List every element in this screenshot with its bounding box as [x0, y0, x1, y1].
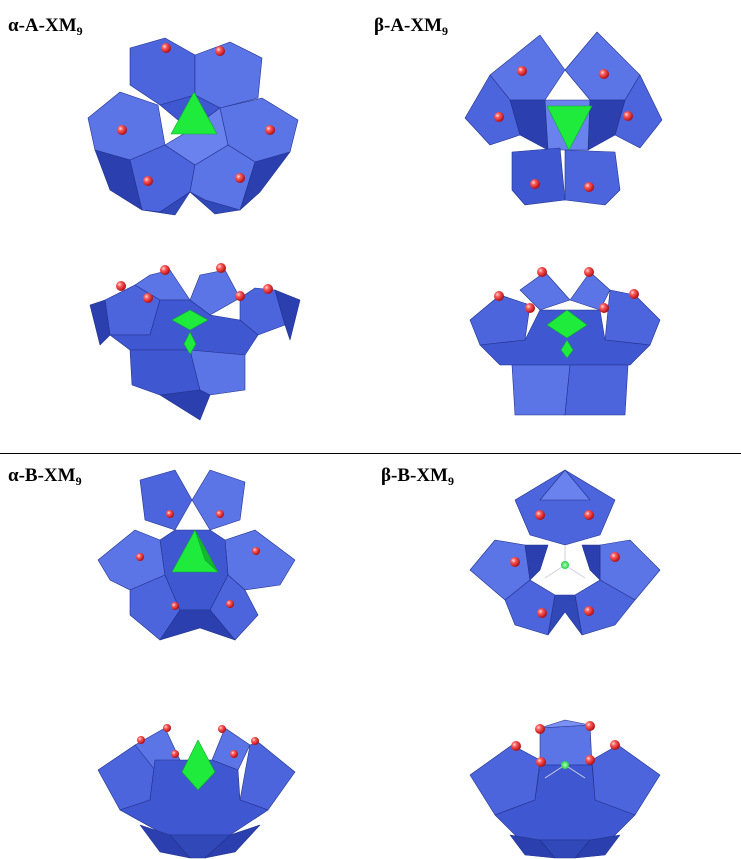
structure-beta-a-side [469, 267, 661, 416]
label-alpha-a-xm9: α-A-XM9 [8, 15, 83, 38]
structure-beta-b-top [469, 469, 661, 636]
structure-alpha-a-side [89, 263, 301, 421]
structure-alpha-a-top [87, 37, 299, 216]
section-divider [0, 453, 741, 454]
structure-alpha-b-top [97, 469, 296, 641]
label-beta-a-xm9: β-A-XM9 [374, 15, 449, 38]
structure-alpha-b-side [97, 724, 296, 859]
label-alpha-b-xm9: α-B-XM9 [8, 465, 82, 488]
structure-beta-a-top [464, 31, 663, 206]
structure-beta-b-side [469, 719, 661, 859]
label-beta-b-xm9: β-B-XM9 [381, 465, 454, 488]
